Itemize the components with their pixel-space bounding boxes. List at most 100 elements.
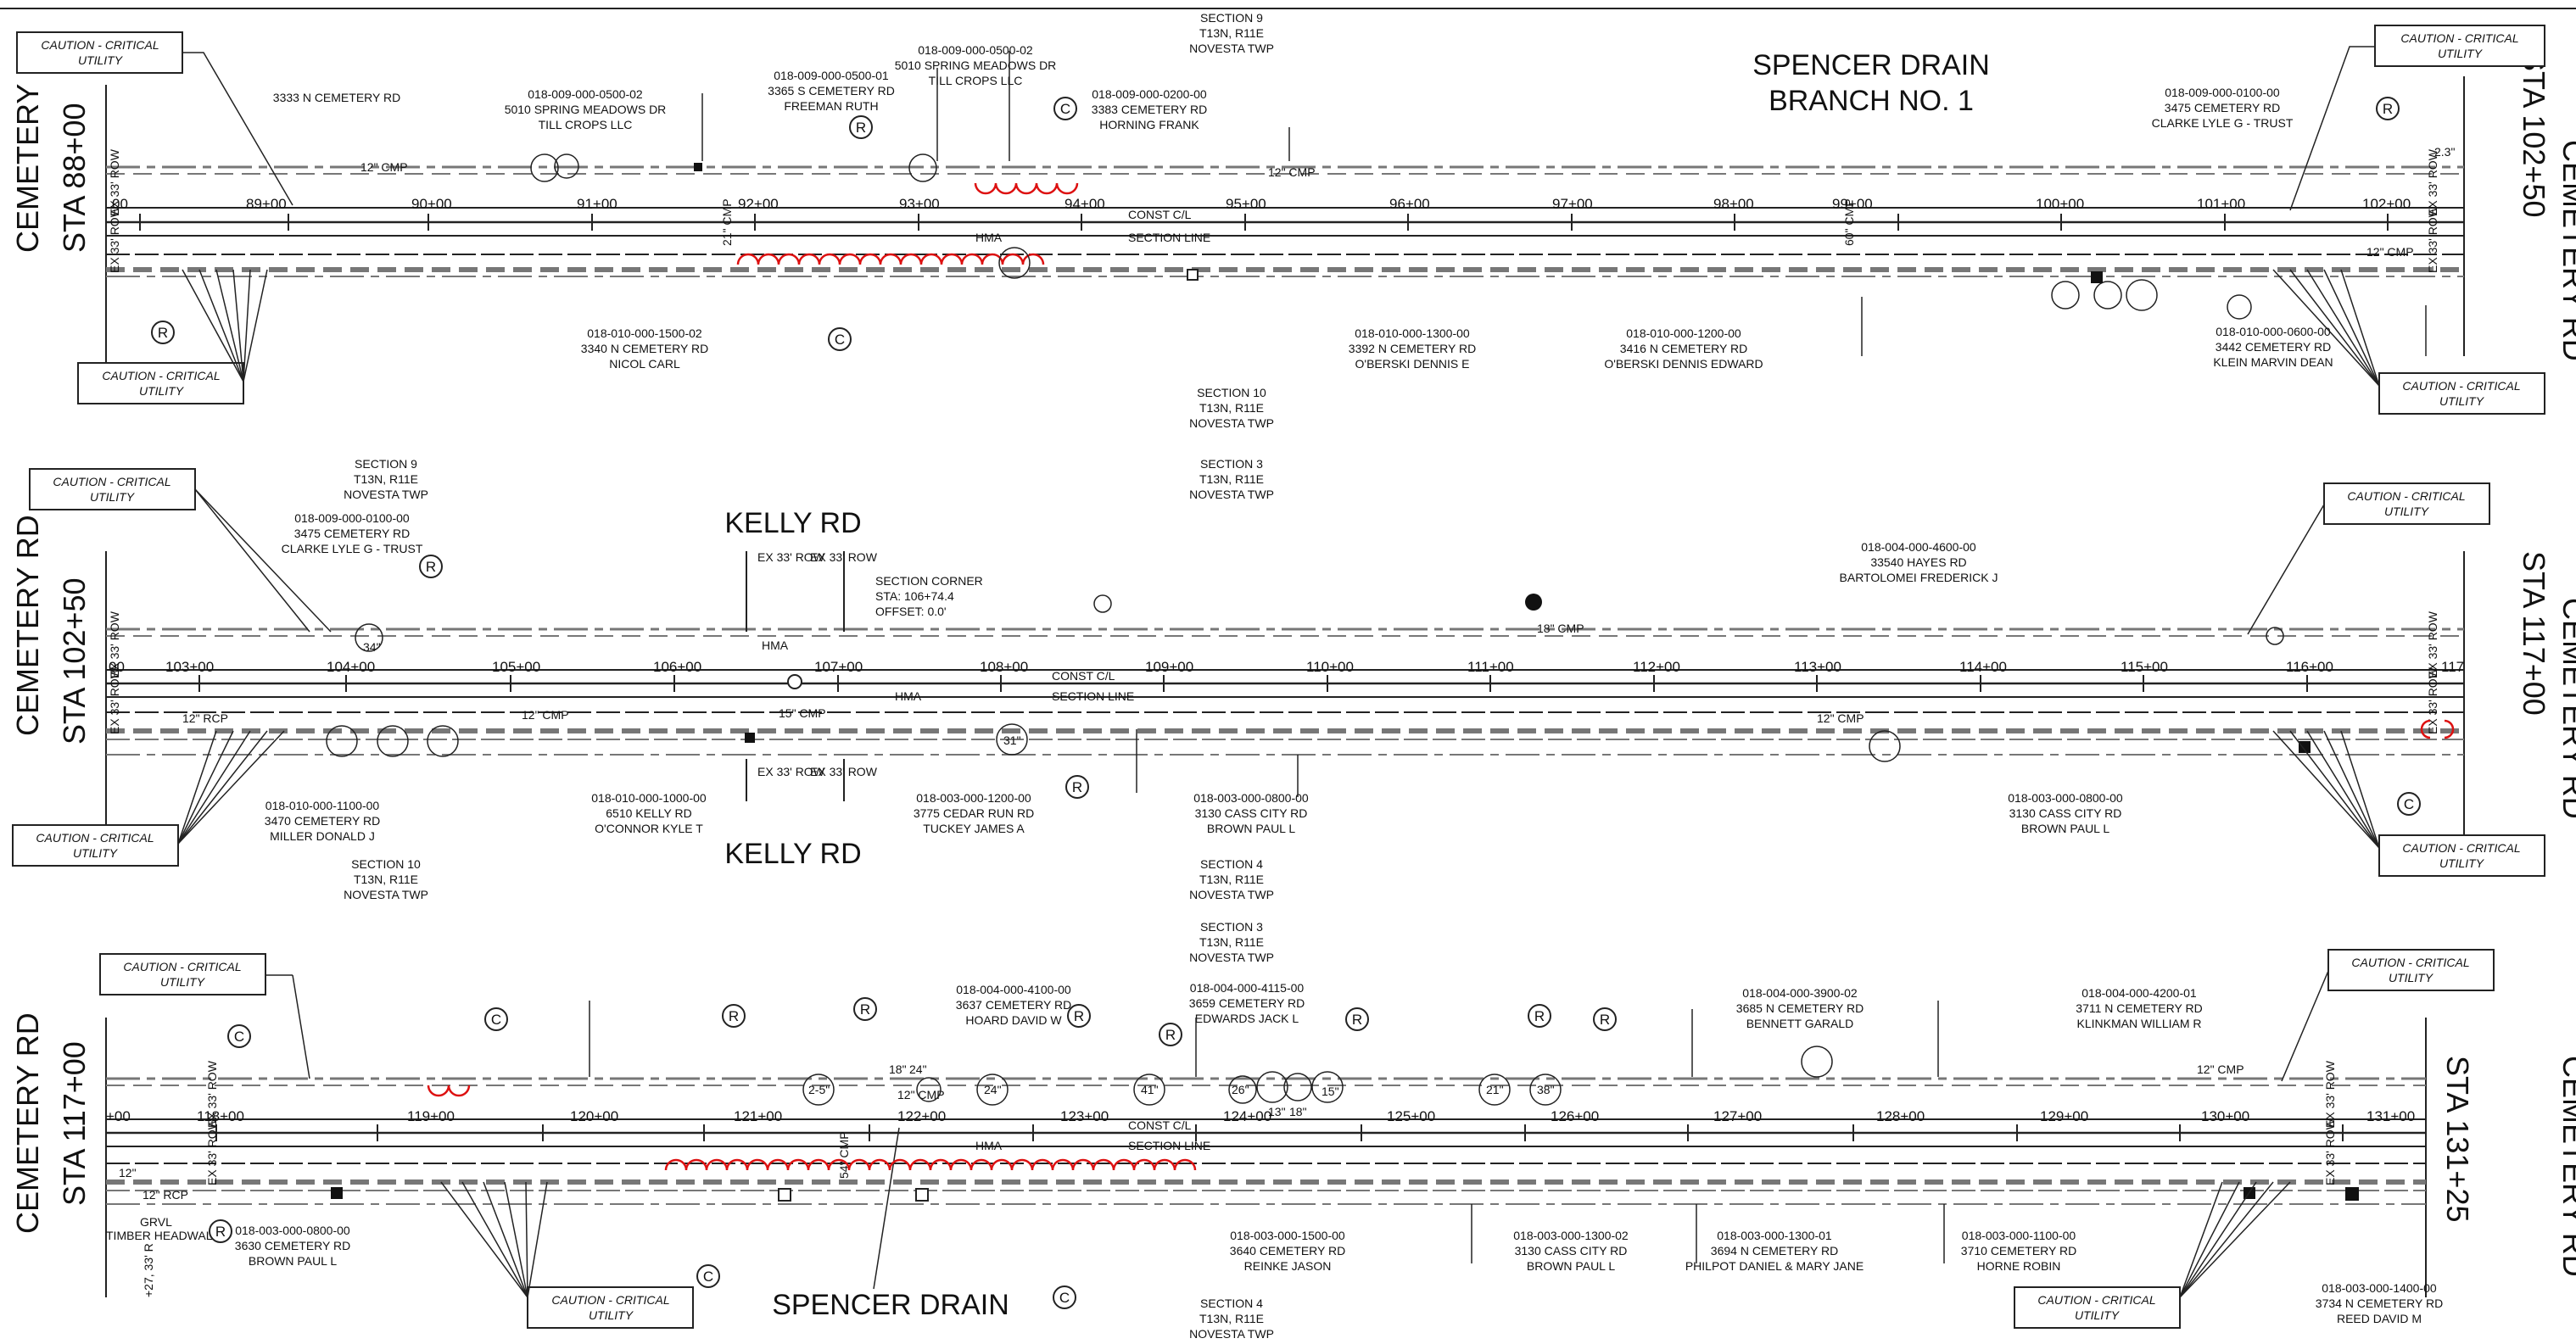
svg-text:CAUTION - CRITICAL: CAUTION - CRITICAL bbox=[53, 475, 170, 488]
c-callout: C bbox=[227, 1024, 251, 1048]
svg-text:T13N, R11E: T13N, R11E bbox=[354, 472, 418, 486]
station-label: 120+00 bbox=[570, 1108, 618, 1124]
svg-text:UTILITY: UTILITY bbox=[2438, 47, 2484, 60]
parcel-label: 018-003-000-1300-02 3130 CASS CITY RD BR… bbox=[1513, 1229, 1629, 1273]
svg-text:SECTION CORNER: SECTION CORNER bbox=[875, 574, 983, 588]
parcel-label: 018-009-000-0100-00 3475 CEMETERY RD CLA… bbox=[2152, 86, 2294, 130]
svg-text:SECTION 10: SECTION 10 bbox=[351, 857, 421, 871]
caution-box: CAUTION - CRITICAL UTILITY bbox=[77, 362, 244, 404]
svg-text:R: R bbox=[860, 1001, 870, 1018]
svg-text:UTILITY: UTILITY bbox=[73, 846, 119, 860]
station-label: 127+00 bbox=[1713, 1108, 1762, 1124]
panel1-tree-row bbox=[736, 253, 1045, 265]
section-label: SECTION 10 T13N, R11E NOVESTA TWP bbox=[1189, 386, 1274, 430]
row-label: EX 33' ROW bbox=[2426, 666, 2439, 734]
station-label: 113+00 bbox=[1794, 659, 1841, 675]
station-label: 97+00 bbox=[1552, 196, 1593, 212]
parcel-label: 018-003-000-0800-00 3130 CASS CITY RD BR… bbox=[1193, 791, 1309, 835]
svg-text:3475 CEMETERY RD: 3475 CEMETERY RD bbox=[2165, 101, 2280, 114]
station-label: 92+00 bbox=[738, 196, 779, 212]
svg-text:R: R bbox=[158, 325, 168, 341]
station-label: 125+00 bbox=[1387, 1108, 1435, 1124]
tree-size-label: 2-5" bbox=[808, 1083, 830, 1096]
svg-text:018-003-000-1400-00: 018-003-000-1400-00 bbox=[2322, 1281, 2437, 1295]
svg-text:OFFSET: 0.0': OFFSET: 0.0' bbox=[875, 605, 947, 618]
svg-text:FREEMAN RUTH: FREEMAN RUTH bbox=[784, 99, 878, 113]
svg-text:C: C bbox=[2404, 796, 2414, 812]
parcel-label: 018-004-000-4600-00 33540 HAYES RD BARTO… bbox=[1840, 540, 1998, 584]
station-label: 130+00 bbox=[2201, 1108, 2249, 1124]
station-label: 112+00 bbox=[1633, 659, 1680, 675]
pipe-label: 12" CMP bbox=[1268, 165, 1316, 179]
leader-line bbox=[292, 974, 310, 1079]
svg-text:NOVESTA TWP: NOVESTA TWP bbox=[344, 488, 428, 501]
station-label: 109+00 bbox=[1145, 659, 1193, 675]
svg-text:HORNING FRANK: HORNING FRANK bbox=[1099, 118, 1199, 131]
caution-box: CAUTION - CRITICAL UTILITY bbox=[99, 953, 266, 995]
svg-text:KLINKMAN WILLIAM R: KLINKMAN WILLIAM R bbox=[2076, 1017, 2201, 1030]
property-lines bbox=[589, 1001, 1945, 1263]
svg-text:CLARKE LYLE G - TRUST: CLARKE LYLE G - TRUST bbox=[282, 542, 423, 555]
svg-text:R: R bbox=[1072, 779, 1082, 795]
panel1-hma-label: HMA bbox=[975, 231, 1003, 244]
panel2-station-labels: 00 103+00 104+00 105+00 106+00 107+00 10… bbox=[109, 659, 2464, 675]
tree-size-label: 41" bbox=[1141, 1083, 1159, 1096]
svg-text:NOVESTA TWP: NOVESTA TWP bbox=[1189, 416, 1274, 430]
station-label: 89+00 bbox=[246, 196, 287, 212]
svg-text:NICOL CARL: NICOL CARL bbox=[609, 357, 680, 371]
utility-pole-icon bbox=[1525, 594, 1542, 611]
panel1-right-road: CEMETERY RD bbox=[2556, 140, 2576, 361]
station-label: 94+00 bbox=[1064, 196, 1105, 212]
svg-text:C: C bbox=[1060, 101, 1070, 117]
plan-panel-3: CEMETERY RD STA 117+00 STA 131+25 CEMETE… bbox=[10, 920, 2576, 1341]
row-label: EX 33' ROW bbox=[205, 1060, 219, 1128]
caution-box: CAUTION - CRITICAL UTILITY bbox=[12, 824, 179, 867]
svg-text:018-003-000-1100-00: 018-003-000-1100-00 bbox=[1962, 1229, 2076, 1242]
panel2-structure bbox=[2299, 741, 2311, 753]
svg-text:3630 CEMETERY RD: 3630 CEMETERY RD bbox=[235, 1239, 350, 1252]
svg-text:UTILITY: UTILITY bbox=[2384, 505, 2430, 518]
sheet-title-line2: BRANCH NO. 1 bbox=[1769, 85, 1974, 117]
pipe-label: 12" bbox=[119, 1166, 137, 1179]
svg-text:CAUTION - CRITICAL: CAUTION - CRITICAL bbox=[2400, 31, 2518, 45]
panel2-right-station: STA 117+00 bbox=[2517, 551, 2551, 716]
station-label: 121+00 bbox=[734, 1108, 782, 1124]
station-label: 00 bbox=[112, 196, 128, 212]
row-label: EX 33' ROW bbox=[810, 765, 878, 778]
parcel-label: 018-004-000-4115-00 3659 CEMETERY RD EDW… bbox=[1189, 981, 1305, 1025]
station-label: 110+00 bbox=[1306, 659, 1354, 675]
station-label: 122+00 bbox=[897, 1108, 946, 1124]
svg-text:BARTOLOMEI FREDERICK J: BARTOLOMEI FREDERICK J bbox=[1840, 571, 1998, 584]
r-callout: R bbox=[1067, 1004, 1091, 1028]
section-label: SECTION 4 T13N, R11E NOVESTA TWP bbox=[1189, 1297, 1274, 1341]
r-callout: R bbox=[1528, 1004, 1551, 1028]
station-label: 106+00 bbox=[653, 659, 701, 675]
section-label: SECTION 4 T13N, R11E NOVESTA TWP bbox=[1189, 857, 1274, 901]
panel3-structure bbox=[2345, 1187, 2359, 1201]
misc-label: GRVL bbox=[140, 1215, 172, 1229]
svg-text:018-009-000-0500-02: 018-009-000-0500-02 bbox=[918, 43, 1033, 57]
svg-text:3659 CEMETERY RD: 3659 CEMETERY RD bbox=[1189, 996, 1305, 1010]
panel2-left-road: CEMETERY RD bbox=[10, 515, 45, 736]
parcel-label: 018-004-000-3900-02 3685 N CEMETERY RD B… bbox=[1736, 986, 1864, 1030]
parcel-label: 018-003-000-0800-00 3630 CEMETERY RD BRO… bbox=[235, 1224, 350, 1268]
c-callout: C bbox=[1053, 97, 1077, 120]
svg-text:018-009-000-0500-02: 018-009-000-0500-02 bbox=[528, 87, 643, 101]
svg-text:CAUTION - CRITICAL: CAUTION - CRITICAL bbox=[36, 831, 154, 845]
pipe-label: 60" CMP bbox=[1842, 198, 1856, 246]
tree-size-label: 38" bbox=[1537, 1083, 1555, 1096]
r-callout: R bbox=[1593, 1007, 1617, 1031]
caution-box: CAUTION - CRITICAL UTILITY bbox=[2378, 834, 2545, 877]
svg-text:CAUTION - CRITICAL: CAUTION - CRITICAL bbox=[2402, 841, 2520, 855]
station-label: 101+00 bbox=[2197, 196, 2245, 212]
svg-text:SECTION 4: SECTION 4 bbox=[1200, 1297, 1263, 1310]
panel1-station-labels: 00 89+00 90+00 91+00 92+00 93+00 94+00 9… bbox=[112, 196, 2411, 212]
station-label: 100+00 bbox=[2036, 196, 2084, 212]
svg-text:6510 KELLY RD: 6510 KELLY RD bbox=[606, 806, 691, 820]
svg-text:018-003-000-1200-00: 018-003-000-1200-00 bbox=[916, 791, 1031, 805]
svg-text:NOVESTA TWP: NOVESTA TWP bbox=[1189, 951, 1274, 964]
r-callout: R bbox=[209, 1219, 232, 1243]
leader-line bbox=[2281, 970, 2329, 1082]
svg-text:018-004-000-4600-00: 018-004-000-4600-00 bbox=[1861, 540, 1976, 554]
